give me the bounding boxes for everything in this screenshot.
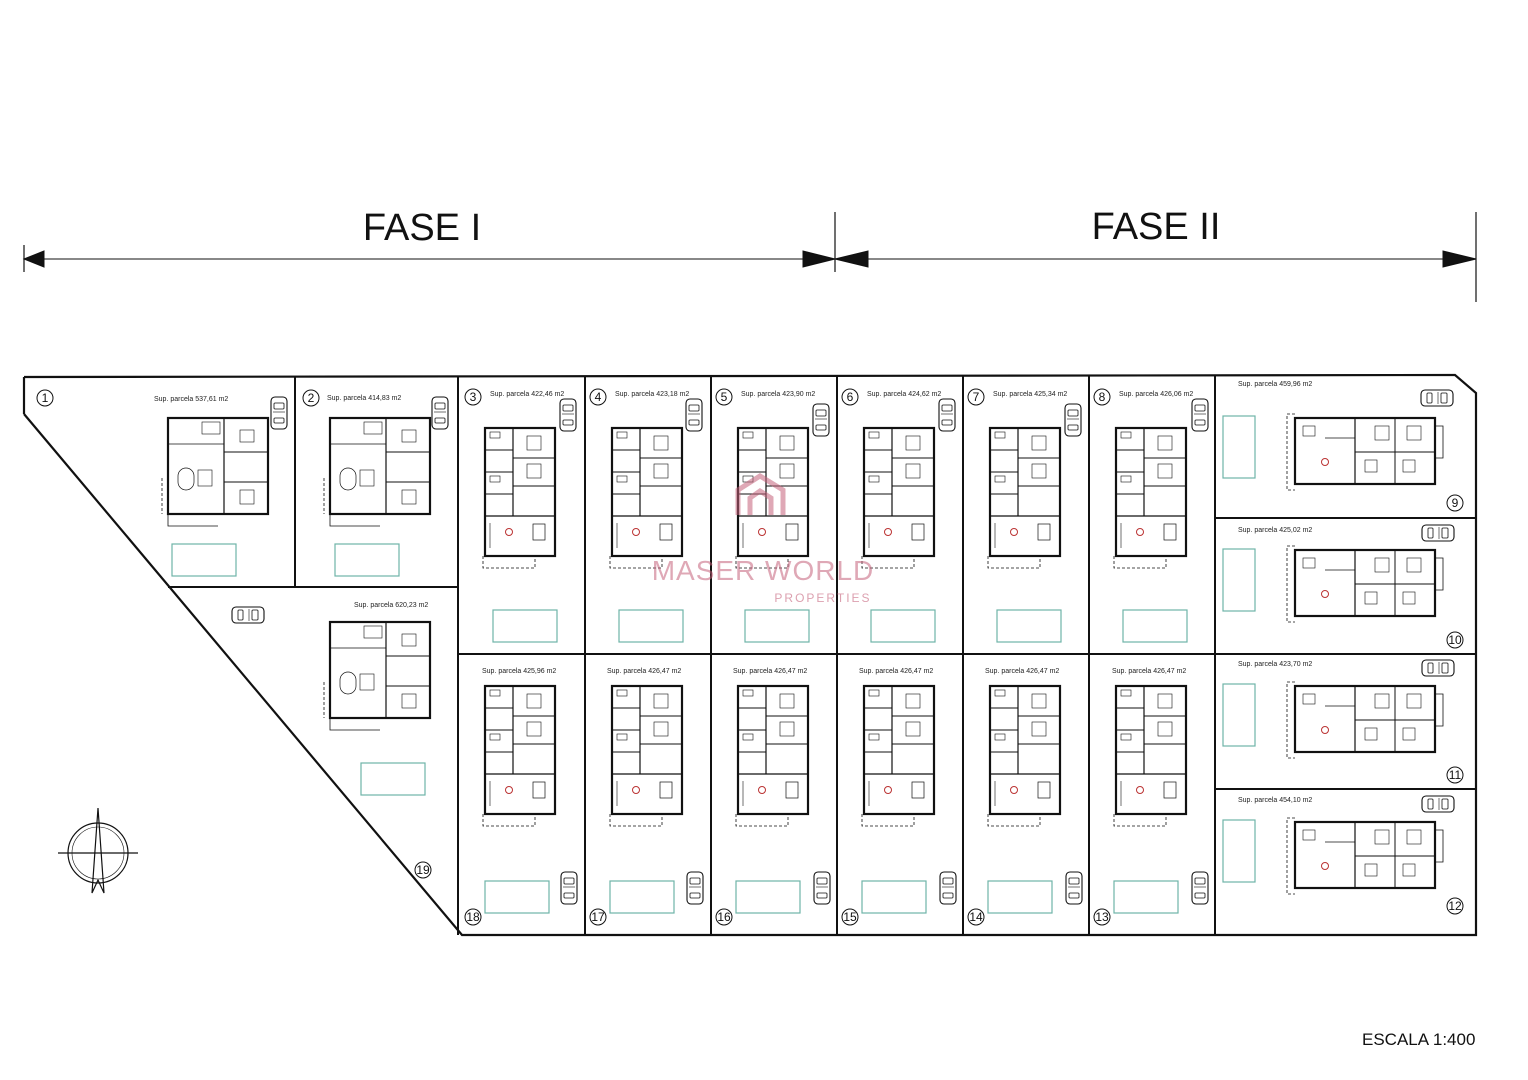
- plot-badge-6: 6: [841, 388, 859, 406]
- plot-badge-4: 4: [589, 388, 607, 406]
- svg-text:7: 7: [973, 390, 980, 404]
- plot-area-14: Sup. parcela 426,47 m2: [985, 668, 1059, 675]
- plot-badge-3: 3: [464, 388, 482, 406]
- plot-area-10: Sup. parcela 425,02 m2: [1238, 527, 1312, 534]
- plot-badge-17: 17: [589, 908, 607, 926]
- plot-number-badges: 1 2 3 4 5 6 7 8 9 10 11 12 13 14 15 16 1…: [36, 388, 1464, 926]
- svg-text:16: 16: [717, 910, 731, 924]
- plot-area-15: Sup. parcela 426,47 m2: [859, 668, 933, 675]
- plot-area-4: Sup. parcela 423,18 m2: [615, 391, 689, 398]
- svg-text:2: 2: [308, 391, 315, 405]
- plot-badge-11: 11: [1446, 766, 1464, 784]
- plot-area-9: Sup. parcela 459,96 m2: [1238, 381, 1312, 388]
- watermark-title: MASER WORLD: [652, 555, 875, 586]
- phase-title-fase-2: FASE II: [1092, 206, 1221, 248]
- plot-area-8: Sup. parcela 426,06 m2: [1119, 391, 1193, 398]
- svg-text:1: 1: [42, 391, 49, 405]
- plot-area-7: Sup. parcela 425,34 m2: [993, 391, 1067, 398]
- plot-badge-7: 7: [967, 388, 985, 406]
- svg-text:12: 12: [1448, 899, 1462, 913]
- plot-badge-19: 19: [414, 861, 432, 879]
- site-outline: [22, 373, 1478, 937]
- plot-area-19: Sup. parcela 620,23 m2: [354, 602, 428, 609]
- plot-boundaries: [168, 375, 1476, 935]
- svg-text:6: 6: [847, 390, 854, 404]
- plot-badge-2: 2: [302, 389, 320, 407]
- plot-area-17: Sup. parcela 426,47 m2: [607, 668, 681, 675]
- watermark-subtitle: PROPERTIES: [774, 591, 871, 605]
- pools: [171, 415, 1256, 914]
- watermark-logo-icon: [735, 473, 786, 515]
- plot-badge-15: 15: [841, 908, 859, 926]
- watermark: MASER WORLD PROPERTIES: [652, 473, 875, 605]
- svg-text:19: 19: [416, 863, 430, 877]
- plot-area-1: Sup. parcela 537,61 m2: [154, 396, 228, 403]
- svg-text:10: 10: [1448, 633, 1462, 647]
- svg-text:17: 17: [591, 910, 605, 924]
- plot-badge-12: 12: [1446, 897, 1464, 915]
- svg-text:15: 15: [843, 910, 857, 924]
- svg-text:18: 18: [466, 910, 480, 924]
- plot-badge-16: 16: [715, 908, 733, 926]
- plot-area-2: Sup. parcela 414,83 m2: [327, 395, 401, 402]
- svg-text:3: 3: [470, 390, 477, 404]
- plot-area-11: Sup. parcela 423,70 m2: [1238, 661, 1312, 668]
- phase-title-fase-1: FASE I: [363, 207, 481, 249]
- plot-badge-14: 14: [967, 908, 985, 926]
- north-arrow-icon: [58, 807, 138, 894]
- parking-cars: [231, 389, 1455, 905]
- svg-text:8: 8: [1099, 390, 1106, 404]
- plot-area-13: Sup. parcela 426,47 m2: [1112, 668, 1186, 675]
- plot-area-6: Sup. parcela 424,62 m2: [867, 391, 941, 398]
- plot-badge-5: 5: [715, 388, 733, 406]
- plot-area-3: Sup. parcela 422,46 m2: [490, 391, 564, 398]
- phase-dimension-line: [22, 212, 1477, 302]
- svg-text:13: 13: [1095, 910, 1109, 924]
- plot-badge-10: 10: [1446, 631, 1464, 649]
- plot-area-16: Sup. parcela 426,47 m2: [733, 668, 807, 675]
- plot-badge-8: 8: [1093, 388, 1111, 406]
- plot-area-labels: Sup. parcela 537,61 m2 Sup. parcela 414,…: [154, 381, 1312, 804]
- svg-text:11: 11: [1449, 768, 1462, 782]
- svg-text:5: 5: [721, 390, 728, 404]
- plot-area-18: Sup. parcela 425,96 m2: [482, 668, 556, 675]
- plot-badge-18: 18: [464, 908, 482, 926]
- plot-badge-13: 13: [1093, 908, 1111, 926]
- svg-text:4: 4: [595, 390, 602, 404]
- svg-text:9: 9: [1452, 496, 1459, 510]
- plot-area-5: Sup. parcela 423,90 m2: [741, 391, 815, 398]
- scale-label: ESCALA 1:400: [1362, 1030, 1475, 1049]
- plot-badge-1: 1: [36, 389, 54, 407]
- plot-area-12: Sup. parcela 454,10 m2: [1238, 797, 1312, 804]
- plot-badge-9: 9: [1446, 494, 1464, 512]
- svg-text:14: 14: [969, 910, 983, 924]
